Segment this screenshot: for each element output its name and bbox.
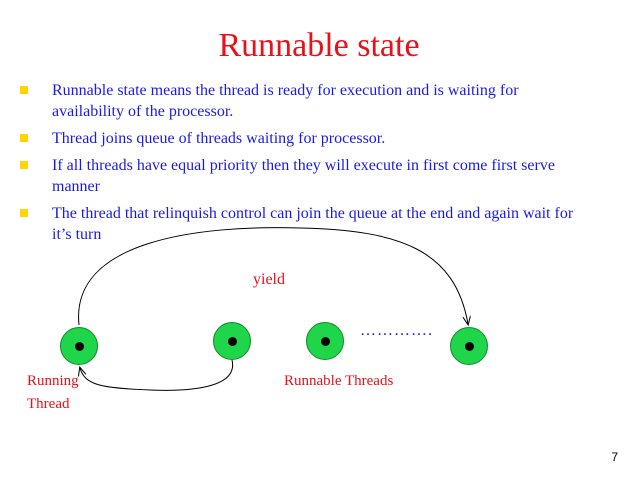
bullet-text: If all threads have equal priority then … bbox=[52, 157, 555, 195]
queue-ellipsis: …………. bbox=[360, 322, 433, 339]
yield-label: yield bbox=[253, 271, 285, 288]
yield-arrow bbox=[78, 227, 468, 325]
bullet-item: Thread joins queue of threads waiting fo… bbox=[20, 128, 580, 149]
thread-dot-icon bbox=[320, 336, 330, 346]
bullet-item: The thread that relinquish control can j… bbox=[20, 203, 580, 245]
thread-dot-icon bbox=[464, 341, 474, 351]
running-label: Running bbox=[27, 373, 79, 389]
runnable-threads-label: Runnable Threads bbox=[284, 373, 394, 389]
bullet-text: Runnable state means the thread is ready… bbox=[52, 82, 519, 120]
thread-dot-icon bbox=[227, 336, 237, 346]
runnable-thread-node bbox=[450, 327, 488, 365]
slide-title: Runnable state bbox=[218, 27, 420, 64]
bullet-list: Runnable state means the thread is ready… bbox=[20, 80, 580, 251]
bullet-square-icon bbox=[20, 86, 28, 94]
return-arrow bbox=[80, 359, 234, 391]
runnable-thread-node bbox=[306, 322, 344, 360]
page-number: 7 bbox=[611, 450, 618, 464]
bullet-text: Thread joins queue of threads waiting fo… bbox=[52, 130, 386, 147]
thread-dot-icon bbox=[74, 341, 84, 351]
bullet-text: The thread that relinquish control can j… bbox=[52, 205, 574, 243]
bullet-item: Runnable state means the thread is ready… bbox=[20, 80, 580, 122]
bullet-item: If all threads have equal priority then … bbox=[20, 155, 580, 197]
running-thread-node bbox=[60, 327, 98, 365]
bullet-square-icon bbox=[20, 134, 28, 142]
thread-label: Thread bbox=[27, 396, 70, 412]
bullet-square-icon bbox=[20, 161, 28, 169]
bullet-square-icon bbox=[20, 209, 28, 217]
runnable-thread-node bbox=[213, 322, 251, 360]
